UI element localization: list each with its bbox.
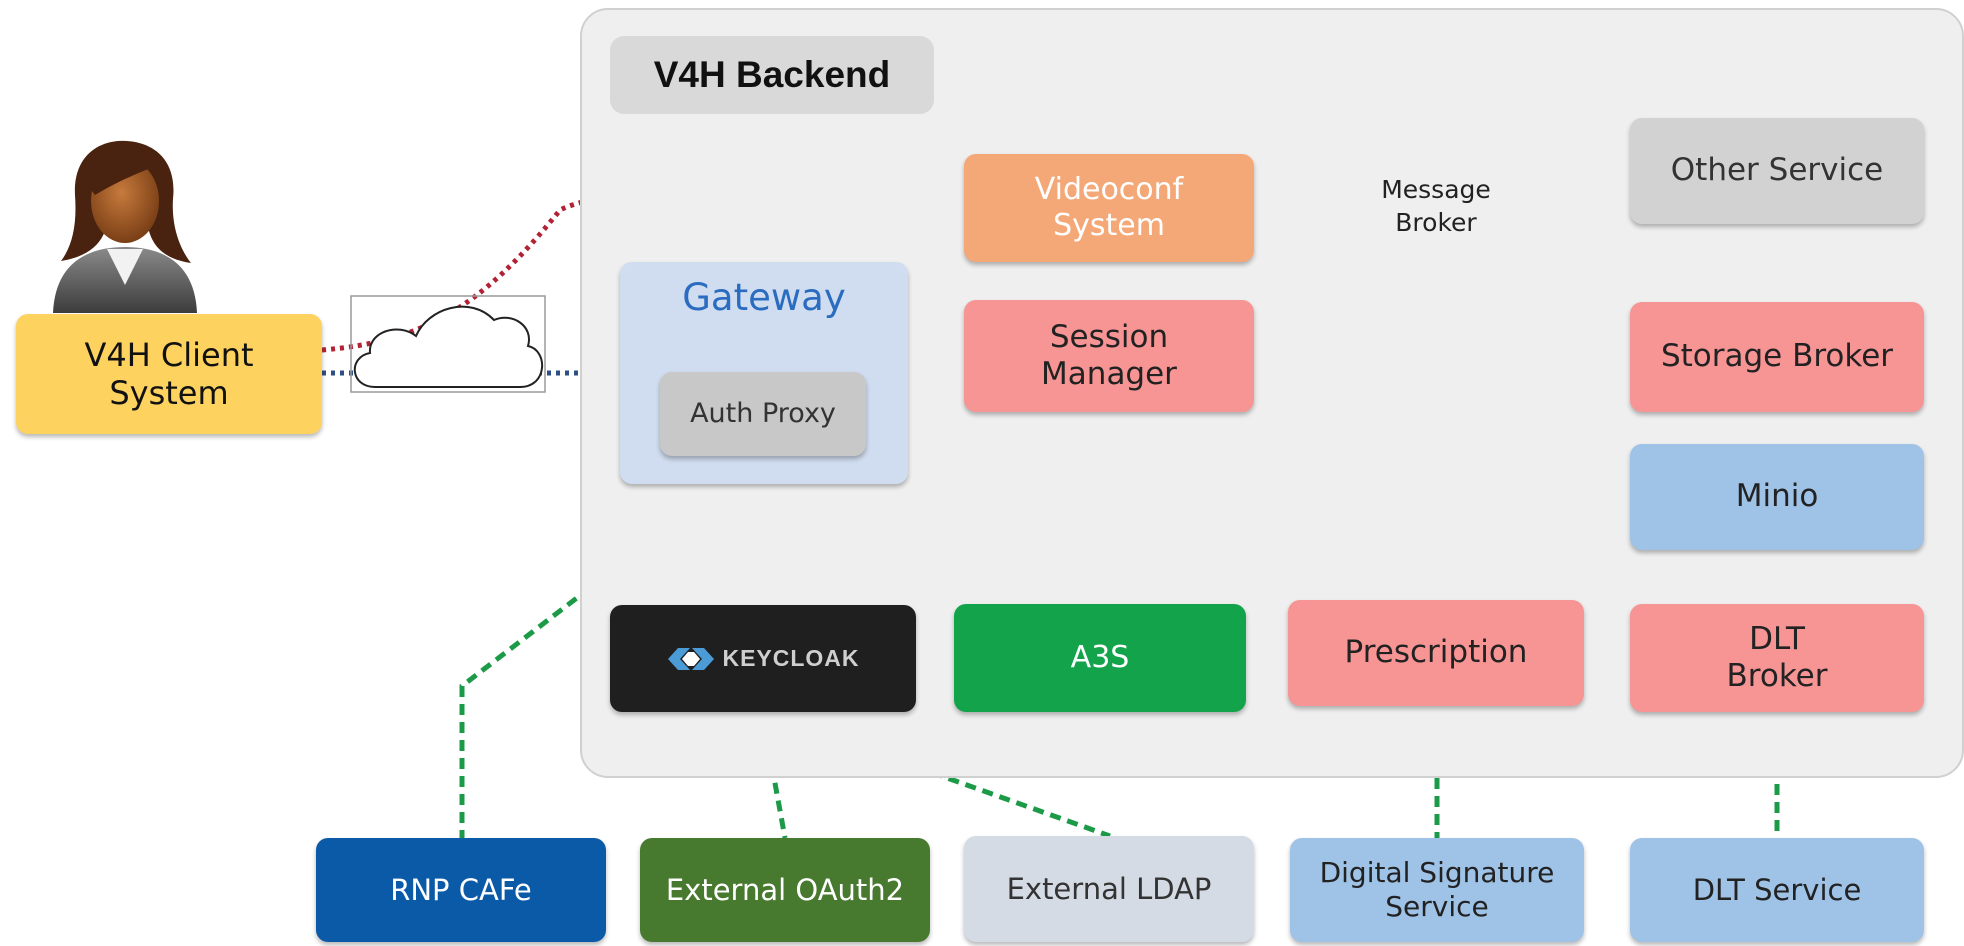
rnp-cafe-node[interactable]: RNP CAFe <box>316 838 606 942</box>
gateway-label: Gateway <box>682 276 846 319</box>
keycloak-logo-icon <box>668 647 715 670</box>
backend-title: V4H Backend <box>610 36 934 114</box>
other-service-label: Other Service <box>1670 152 1884 189</box>
dlt-broker-line1: DLT <box>1749 620 1805 657</box>
dlt-broker-line2: Broker <box>1726 658 1828 694</box>
broker-line1: Message <box>1381 175 1491 204</box>
external-ldap-label: External LDAP <box>1006 871 1212 906</box>
digital-signature-node[interactable]: Digital Signature Service <box>1290 838 1584 942</box>
digital-signature-line2: Service <box>1385 890 1489 923</box>
keycloak-node[interactable]: KEYCLOAK <box>610 605 916 712</box>
client-line1: V4H Client <box>84 335 254 374</box>
minio-label: Minio <box>1735 478 1819 515</box>
auth-proxy-label: Auth Proxy <box>690 397 836 429</box>
message-broker-label: Message Broker <box>1346 174 1526 239</box>
videoconf-line1: Videoconf <box>1034 172 1184 207</box>
keycloak-label: KEYCLOAK <box>722 644 860 671</box>
user-icon <box>53 140 197 313</box>
dlt-broker-node[interactable]: DLT Broker <box>1630 604 1924 712</box>
client-line2: System <box>109 374 229 412</box>
auth-proxy-node[interactable]: Auth Proxy <box>660 372 866 456</box>
prescription-label: Prescription <box>1344 634 1528 671</box>
dlt-service-label: DLT Service <box>1692 872 1862 907</box>
session-line1: Session <box>1049 318 1169 355</box>
videoconf-line2: System <box>1053 208 1165 243</box>
storage-broker-node[interactable]: Storage Broker <box>1630 302 1924 412</box>
session-manager-node[interactable]: Session Manager <box>964 300 1254 412</box>
a3s-node[interactable]: A3S <box>954 604 1246 712</box>
a3s-label: A3S <box>1070 640 1130 675</box>
session-line2: Manager <box>1041 356 1177 392</box>
external-oauth2-label: External OAuth2 <box>665 872 905 907</box>
storage-broker-label: Storage Broker <box>1660 338 1894 375</box>
link-client-videoconf <box>321 183 965 353</box>
digital-signature-line1: Digital Signature <box>1319 856 1555 890</box>
minio-node[interactable]: Minio <box>1630 444 1924 550</box>
videoconf-node[interactable]: Videoconf System <box>964 154 1254 262</box>
rnp-cafe-label: RNP CAFe <box>390 872 532 907</box>
client-system-node[interactable]: V4H Client System <box>16 314 322 434</box>
prescription-node[interactable]: Prescription <box>1288 600 1584 706</box>
external-oauth2-node[interactable]: External OAuth2 <box>640 838 930 942</box>
external-ldap-node[interactable]: External LDAP <box>964 836 1254 942</box>
broker-line2: Broker <box>1395 207 1477 237</box>
dlt-service-node[interactable]: DLT Service <box>1630 838 1924 942</box>
other-service-node[interactable]: Other Service <box>1630 118 1924 224</box>
cloud-icon <box>350 295 546 393</box>
